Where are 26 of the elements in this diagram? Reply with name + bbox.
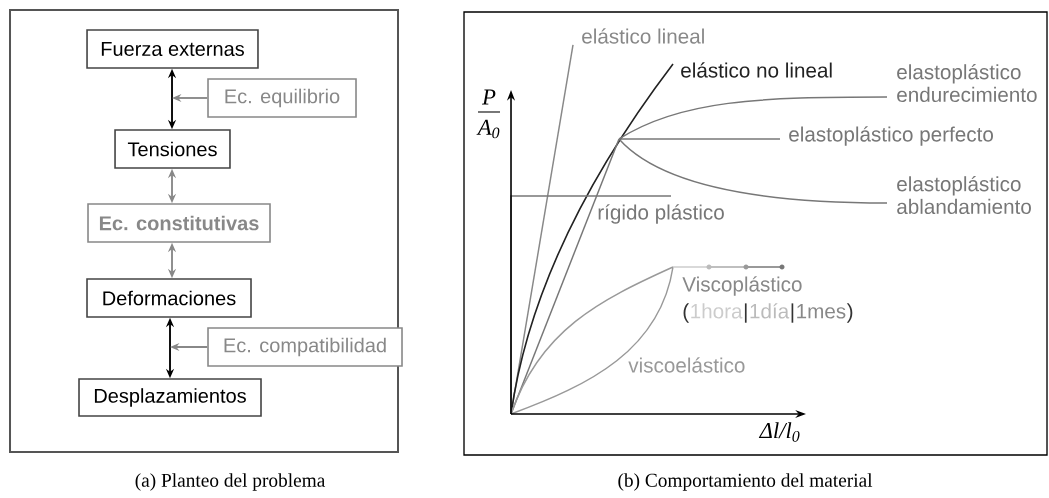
axis-label: P (481, 89, 496, 105)
curve-label: | (744, 303, 747, 323)
curve-label: ) (846, 303, 853, 323)
curve-label: rígido plástico (598, 204, 724, 224)
curve-label: ( (683, 303, 690, 323)
curve-label: elástico no lineal (681, 62, 832, 78)
curve-label: elastoplástico perfecto (789, 126, 993, 146)
caption: (a) Planteo del problema (135, 473, 326, 491)
curve-label: Viscoplástico (682, 276, 802, 296)
curve-label: 1día (750, 303, 790, 319)
axis-label: A$_{0}$ (476, 119, 500, 139)
curve-label: 1mes (797, 304, 846, 319)
equation-box: Ec. compatibilidad (207, 327, 403, 367)
process-box: Tensiones (114, 129, 231, 169)
process-box: Deformaciones (86, 278, 252, 318)
curve-label: elastoplástico endurecimiento (897, 63, 1037, 103)
equation-box: Ec. constitutivas (87, 203, 271, 243)
equation-box: Ec. equilibrio (207, 78, 357, 118)
axis-label: Δl/l$_{0}$ (758, 422, 800, 442)
curve-label: elastoplástico ablandamiento (897, 175, 1031, 215)
curve-label: viscoelástico (628, 357, 745, 373)
curve-label: elástico lineal (582, 28, 704, 44)
process-box: Fuerza externas (86, 29, 259, 69)
curve-label: | (791, 303, 794, 323)
caption: (b) Comportamiento del material (618, 473, 873, 491)
process-box: Desplazamientos (78, 378, 262, 417)
